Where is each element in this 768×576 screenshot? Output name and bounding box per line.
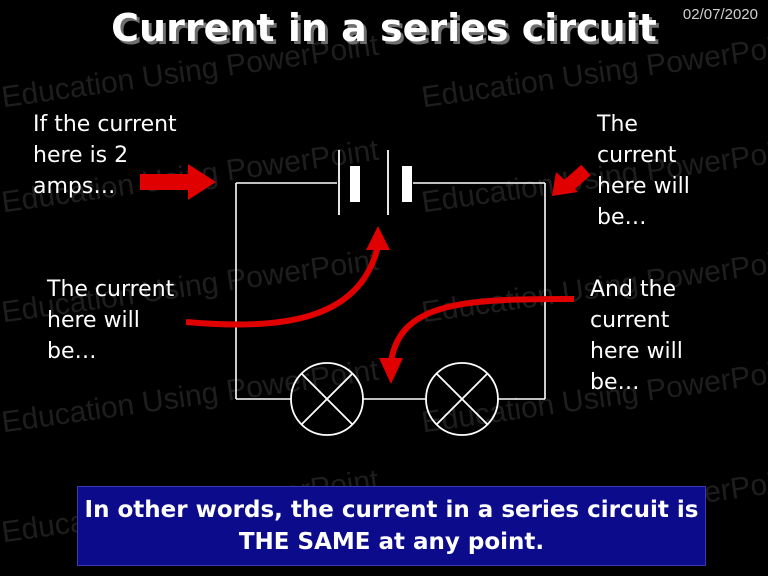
label-top-left: If the current here is 2 amps… [33, 112, 177, 199]
label-top-right: The current here will be… [597, 112, 690, 230]
red-arrow-icon [552, 164, 591, 196]
circuit-wires [235, 182, 546, 400]
lamp-bulb-icon [290, 362, 364, 436]
conclusion-text: In other words, the current in a series … [84, 497, 699, 555]
lamp-bulb-icon [425, 362, 499, 436]
cell-battery-icon [338, 150, 412, 215]
conclusion-box: In other words, the current in a series … [77, 486, 706, 566]
slide-date: 02/07/2020 [682, 6, 758, 23]
red-arrow-icon [185, 226, 390, 328]
slide-title: Current in a series circuit [111, 6, 657, 50]
red-arrow-icon [379, 296, 575, 384]
label-middle-right: And the current here will be… [590, 277, 683, 395]
red-arrow-icon [140, 164, 216, 200]
label-middle-left: The current here will be… [47, 277, 175, 364]
